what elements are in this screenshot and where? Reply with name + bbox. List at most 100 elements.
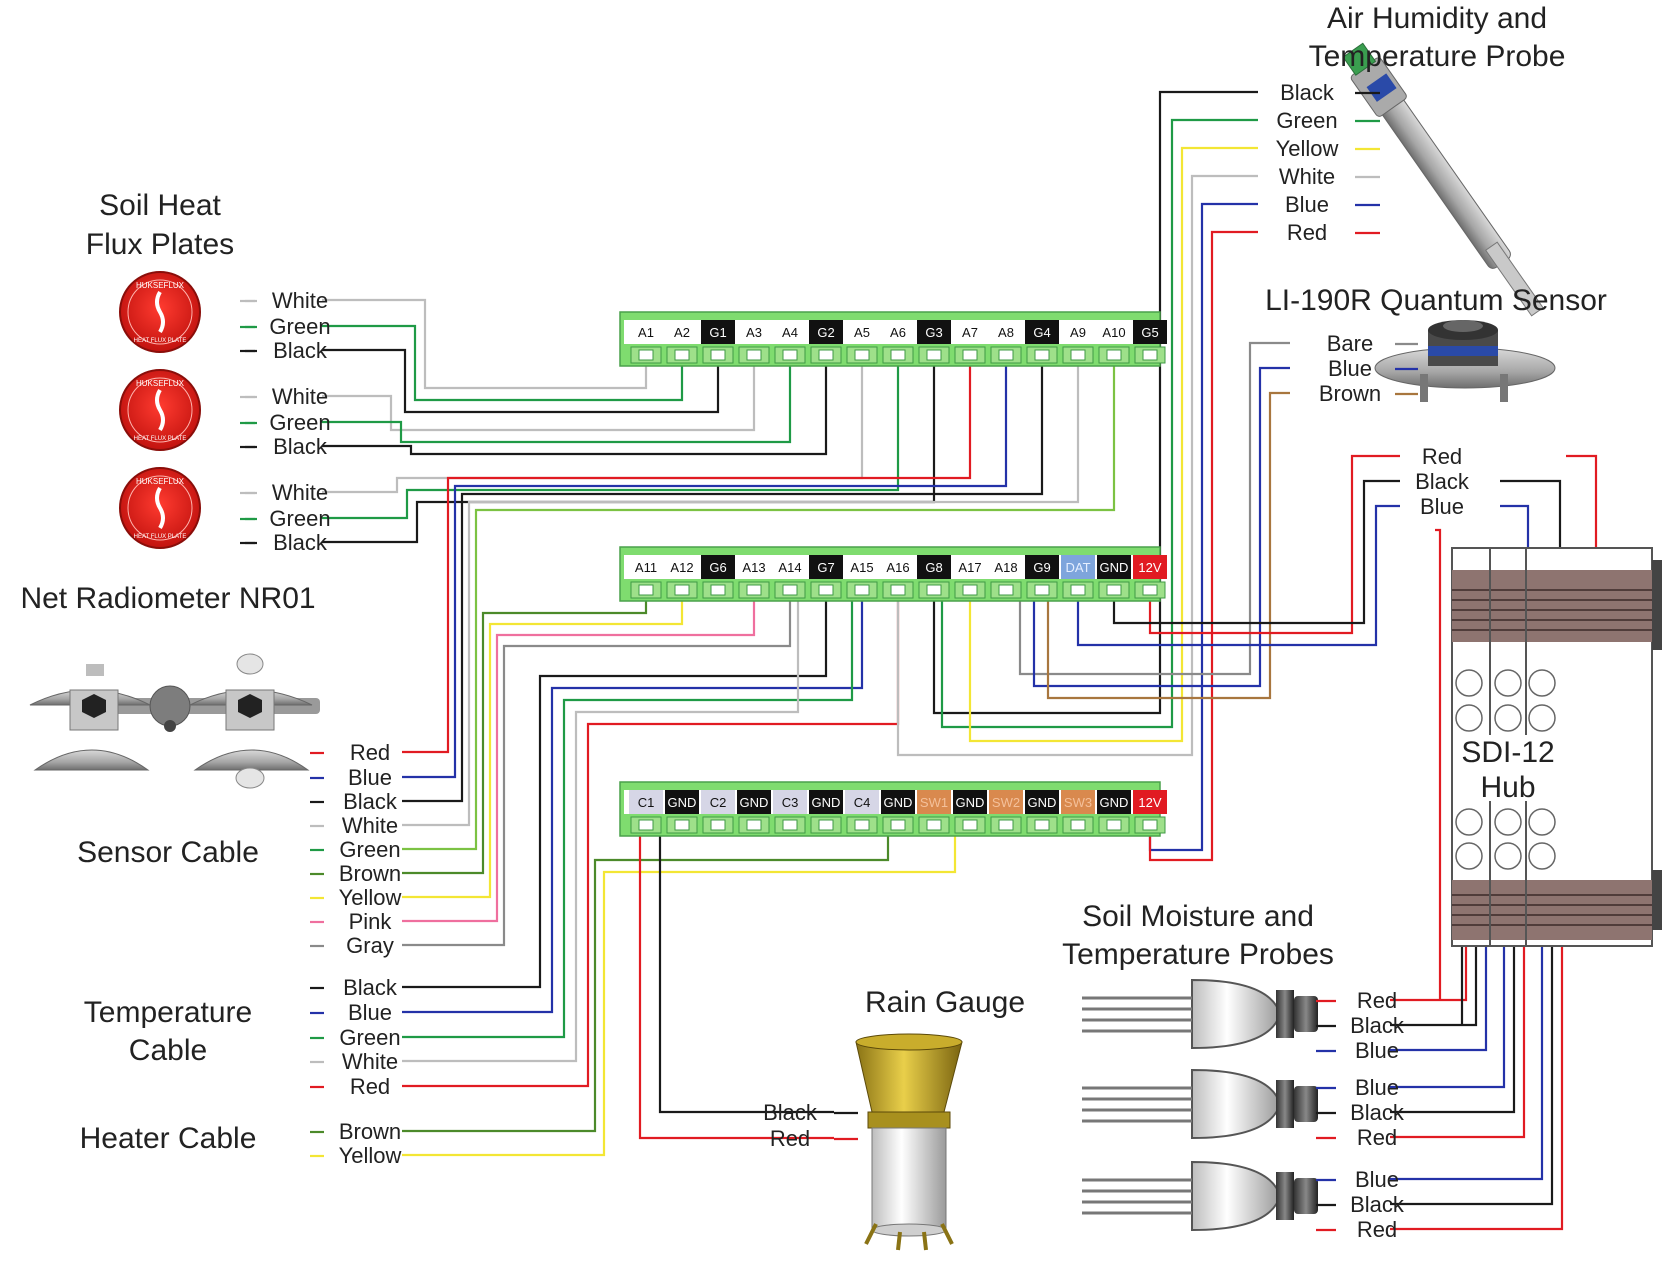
sensor-cable-wire xyxy=(402,360,972,754)
terminal-label: A11 xyxy=(635,560,657,575)
nr01-title: Net Radiometer NR01 xyxy=(20,582,315,615)
sdi12-title-2: Hub xyxy=(1480,771,1535,804)
wire-color-label: Bare xyxy=(1327,331,1373,356)
plate-caption: HEAT FLUX PLATE xyxy=(134,338,187,344)
air-probe-wire xyxy=(932,90,1258,715)
wire-color-label: Gray xyxy=(346,933,394,958)
soil-moisture-title-1: Soil Moisture and xyxy=(1082,900,1314,933)
terminal-label: GND xyxy=(1028,795,1057,810)
terminal-label: A5 xyxy=(854,325,870,340)
quantum-sensor-wire xyxy=(1046,391,1290,700)
air-probe-wire xyxy=(896,174,1258,757)
terminal-label: SW1 xyxy=(920,795,948,810)
quantum-sensor-wire xyxy=(1018,341,1290,676)
soil-heat-flux-title-2: Flux Plates xyxy=(86,228,234,261)
terminal-label: A15 xyxy=(850,560,873,575)
wire-color-label: Black xyxy=(273,338,328,363)
wire-color-label: Brown xyxy=(339,1119,401,1144)
soil-probe-wire xyxy=(1390,940,1468,1002)
soil-probe-wire xyxy=(1390,940,1488,1052)
terminal-label: SW2 xyxy=(992,795,1020,810)
wire-color-label: Black xyxy=(273,530,328,555)
hub-wire xyxy=(1435,528,1442,1000)
air-probe-wire xyxy=(1148,230,1258,862)
plate-brand: HUKSEFLUX xyxy=(136,477,185,486)
plate-caption: HEAT FLUX PLATE xyxy=(134,534,187,540)
wire-color-label: Red xyxy=(350,740,390,765)
soil-heat-flux-title-1: Soil Heat xyxy=(99,189,221,222)
wire-color-label: Red xyxy=(1422,444,1462,469)
sdi12-bus-wire xyxy=(1112,479,1400,625)
soil-probe-wire xyxy=(1390,940,1516,1114)
sensor-cable-wire xyxy=(402,595,792,947)
quantum-sensor-illustration xyxy=(1374,320,1556,402)
terminal-label: A14 xyxy=(778,560,801,575)
wire-color-label: Pink xyxy=(349,909,393,934)
sensor-cable-wire xyxy=(402,595,684,899)
soil-probe-wire xyxy=(1390,940,1564,1231)
wire-color-label: Black xyxy=(343,975,398,1000)
air-probe-wire xyxy=(968,146,1258,743)
terminal-label: A3 xyxy=(746,325,762,340)
terminal-label: DAT xyxy=(1065,560,1090,575)
wire-color-label: Black xyxy=(1280,80,1335,105)
rain-wire xyxy=(658,830,834,1114)
wire-color-label: Blue xyxy=(348,765,392,790)
shf-wire xyxy=(322,360,864,494)
temperature-cable-wire xyxy=(402,595,828,989)
plate-caption: HEAT FLUX PLATE xyxy=(134,436,187,442)
hub-wire xyxy=(1566,454,1598,575)
wire-color-label: Red xyxy=(1357,1125,1397,1150)
shf-wire xyxy=(322,348,720,414)
air-probe-title-1: Air Humidity and xyxy=(1327,2,1547,35)
air-humidity-probe-illustration xyxy=(1342,42,1544,317)
wire-color-label: Green xyxy=(339,1025,400,1050)
sensor-cable-wire xyxy=(402,595,648,875)
terminal-label: G7 xyxy=(817,560,834,575)
terminal-label: C2 xyxy=(710,795,727,810)
terminal-label: G6 xyxy=(709,560,726,575)
air-probe-wire xyxy=(1148,202,1258,852)
terminal-label: C4 xyxy=(854,795,871,810)
shf-wire xyxy=(322,360,936,544)
sdi12-title-1: SDI-12 xyxy=(1461,736,1554,769)
temperature-cable-wire xyxy=(402,595,854,1039)
heater-wire xyxy=(402,830,957,1157)
titles: Soil Heat Flux Plates Net Radiometer NR0… xyxy=(20,2,1606,1155)
wire-color-label: Red xyxy=(1357,988,1397,1013)
terminal-label: G9 xyxy=(1033,560,1050,575)
soil-heat-flux-plates: HUKSEFLUX HEAT FLUX PLATE HUKSEFLUX HEAT FL… xyxy=(119,271,201,549)
wire-color-label: Blue xyxy=(1420,494,1464,519)
terminal-label: A18 xyxy=(994,560,1017,575)
plate-brand: HUKSEFLUX xyxy=(136,281,185,290)
terminal-label: C3 xyxy=(782,795,799,810)
terminal-label: G4 xyxy=(1033,325,1050,340)
shf-wire xyxy=(322,298,648,390)
wire-color-label: Black xyxy=(343,789,398,814)
terminal-label: G3 xyxy=(925,325,942,340)
terminal-label: GND xyxy=(812,795,841,810)
wire-color-label: Yellow xyxy=(339,885,402,910)
temperature-cable-title-1: Temperature xyxy=(84,996,252,1029)
net-radiometer-illustration xyxy=(29,653,320,789)
terminal-label: A10 xyxy=(1102,325,1125,340)
wire-color-label: Black xyxy=(1415,469,1470,494)
terminal-label: A16 xyxy=(886,560,909,575)
terminal-label: G2 xyxy=(817,325,834,340)
sensor-cable-wire xyxy=(402,360,1080,827)
sensor-cable-title: Sensor Cable xyxy=(77,836,259,869)
soil-probe-wire xyxy=(1390,940,1506,1089)
soil-moisture-probes-illustration xyxy=(1082,978,1318,1232)
soil-moisture-title-2: Temperature Probes xyxy=(1062,938,1334,971)
temperature-cable-title-2: Cable xyxy=(129,1034,207,1067)
shf-wire xyxy=(322,324,684,402)
terminal-label: A2 xyxy=(674,325,690,340)
wire-color-label: White xyxy=(342,1049,398,1074)
wire-color-label: Blue xyxy=(1285,192,1329,217)
wire-color-label: Green xyxy=(1276,108,1337,133)
wire-color-label: Green xyxy=(339,837,400,862)
wire-color-label: Black xyxy=(1350,1013,1405,1038)
wire-color-label: Black xyxy=(273,434,328,459)
